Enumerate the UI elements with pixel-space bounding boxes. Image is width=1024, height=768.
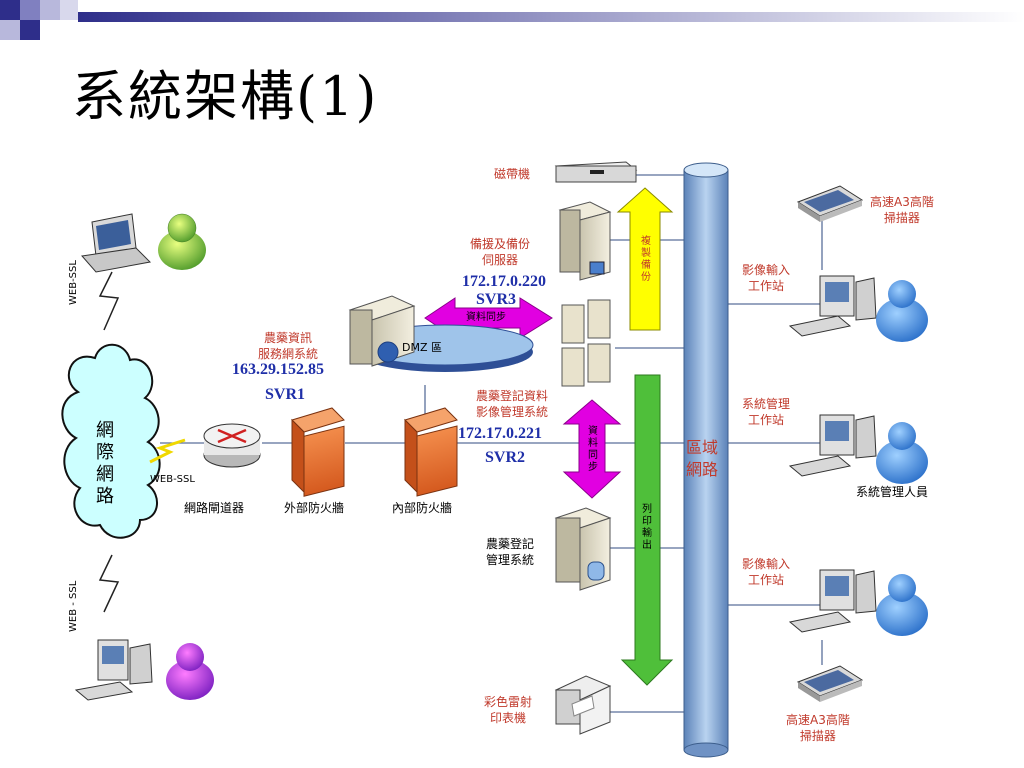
connection-lines: [160, 174, 823, 713]
external-firewall-icon: [291, 407, 345, 497]
tape-drive-icon: [554, 161, 638, 183]
scanner-bottom-label: 高速A3高階掃描器: [786, 713, 850, 743]
laptop-icon: [81, 213, 152, 273]
desktop-computer-icon: [74, 639, 153, 701]
gateway-router-icon: [203, 423, 261, 468]
scanner-icon-bottom: [796, 665, 864, 702]
system-mgmt-workstation-label: 系統管理工作站: [742, 397, 791, 427]
internet-cloud: [61, 343, 161, 539]
web-ssl-mid-label: WEB-SSL: [150, 474, 195, 485]
print-output-label: 列印輸出: [642, 504, 652, 551]
tape-drive-label: 磁帶機: [494, 167, 531, 181]
registration-server-icon: [554, 507, 612, 591]
user-icon-green: [158, 213, 206, 270]
image-workstation-2-label: 影像輸入工作站: [742, 557, 791, 587]
lan-bar: [683, 162, 729, 758]
svr2-name: SVR2: [485, 449, 526, 466]
copy-backup-arrow: [616, 187, 674, 331]
image-workstation-2-icon: [788, 569, 877, 633]
image-workstation-1-label: 影像輸入工作站: [742, 263, 791, 293]
backup-server-icon: [558, 201, 612, 281]
web-ssl-link-top: [98, 271, 120, 331]
copy-backup-label: 複製備份: [641, 236, 651, 283]
system-admin-user-icon: [876, 422, 928, 484]
system-admin-label: 系統管理人員: [856, 485, 929, 499]
info-system-label: 農藥資訊服務網系統: [258, 331, 319, 361]
external-firewall-label: 外部防火牆: [284, 501, 345, 515]
data-sync-arrow-vertical: [562, 399, 622, 499]
registration-system-label: 農藥登記資料影像管理系統: [476, 389, 549, 419]
scanner-icon-top: [796, 185, 864, 222]
image-workstation-1-icon: [788, 275, 877, 337]
user-icon-1: [876, 280, 928, 342]
user-icon-purple: [166, 643, 214, 700]
svr2-server-cluster-icon: [561, 299, 611, 387]
printer-label: 彩色雷射印表機: [484, 695, 533, 725]
internal-firewall-icon: [404, 407, 458, 497]
page-title: 系統架構(1): [72, 65, 379, 128]
svr1-ip: 163.29.152.85: [232, 361, 324, 378]
internet-label: 網際網路: [96, 420, 114, 507]
web-ssl-link-mid: [149, 438, 186, 464]
web-ssl-link-bottom: [98, 554, 120, 613]
svr1-name: SVR1: [265, 386, 306, 403]
internal-firewall-label: 內部防火牆: [392, 501, 453, 515]
scanner-top-label: 高速A3高階掃描器: [870, 195, 934, 225]
header-decoration: [0, 0, 1024, 40]
web-ssl-top-label: WEB-SSL: [68, 260, 79, 305]
user-icon-2: [876, 574, 928, 636]
lan-label: 區域網路: [686, 438, 719, 479]
svr3-ip: 172.17.0.220: [462, 273, 546, 290]
backup-server-label: 備援及備份伺服器: [470, 237, 531, 267]
gateway-label: 網路閘道器: [184, 501, 245, 515]
color-laser-printer-icon: [554, 675, 612, 735]
svr2-ip: 172.17.0.221: [458, 425, 542, 442]
web-ssl-bottom-label: WEB - SSL: [68, 580, 79, 632]
data-sync-label-horizontal: 資料同步: [466, 312, 506, 323]
registration-mgmt-label: 農藥登記管理系統: [486, 537, 535, 567]
print-output-arrow: [620, 374, 674, 686]
data-sync-label-vertical: 資料同步: [588, 426, 598, 473]
svr3-name: SVR3: [476, 291, 517, 308]
dmz-label: DMZ 區: [402, 341, 442, 354]
system-management-workstation-icon: [788, 414, 877, 477]
svr1-server-icon: [348, 295, 416, 367]
